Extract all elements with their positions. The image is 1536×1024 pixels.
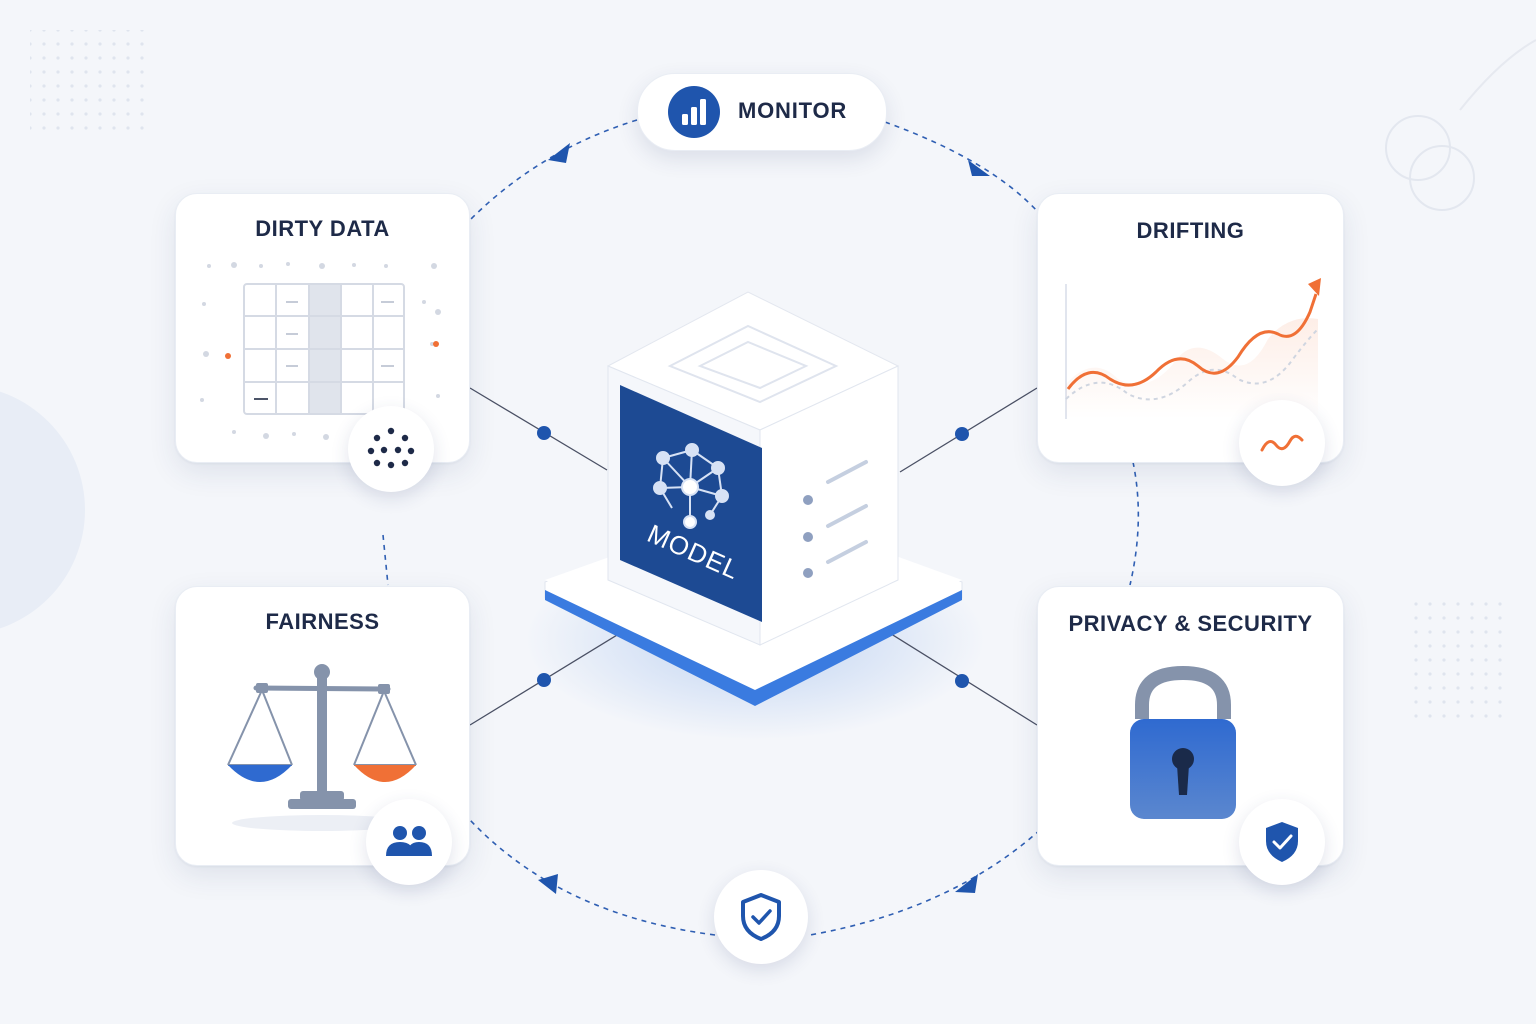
bar-chart-icon: [668, 86, 720, 138]
dots-grid-icon: [348, 406, 434, 492]
shield-check-icon: [741, 893, 781, 941]
cycle-arc: [382, 534, 389, 586]
arrowhead: [548, 143, 570, 163]
drift-chart-illustration: [1065, 278, 1321, 419]
lock-icon: [1130, 665, 1236, 819]
background-circle-decoration: [0, 391, 85, 629]
card-title: FAIRNESS: [265, 609, 380, 634]
neural-network-icon: [653, 443, 729, 529]
card-drifting[interactable]: DRIFTING: [1037, 193, 1344, 486]
cycle-arc: [469, 119, 638, 221]
cycle-arc: [809, 829, 1041, 936]
scale-balance-icon: [227, 664, 417, 831]
cycle-arc: [469, 819, 716, 936]
monitor-pill[interactable]: MONITOR: [637, 73, 887, 151]
ring-decoration: [1385, 115, 1451, 181]
card-title: DIRTY DATA: [255, 216, 390, 241]
dot-pattern-decoration: [1412, 600, 1512, 720]
card-title: PRIVACY & SECURITY: [1068, 611, 1313, 636]
arrowhead: [968, 160, 990, 176]
data-table-illustration: [200, 262, 441, 440]
cycle-arc: [884, 121, 1039, 213]
card-dirty-data[interactable]: DIRTY DATA: [175, 193, 470, 492]
card-fairness[interactable]: FAIRNESS: [175, 586, 470, 885]
connector-node: [955, 674, 969, 688]
ring-decoration: [1409, 145, 1475, 211]
connector-line: [899, 387, 1038, 473]
monitor-label: MONITOR: [738, 98, 848, 123]
connector-node: [537, 673, 551, 687]
shield-check-icon: [1239, 799, 1325, 885]
dot-pattern-decoration: [30, 30, 150, 140]
users-icon: [366, 799, 452, 885]
cycle-arc: [1129, 461, 1140, 586]
arrowhead: [538, 874, 558, 894]
model-cube: MODEL: [606, 291, 900, 646]
bottom-shield-node[interactable]: [714, 870, 808, 964]
connector-node: [537, 426, 551, 440]
card-title: DRIFTING: [1136, 218, 1245, 243]
wave-icon: [1239, 400, 1325, 486]
card-privacy-security[interactable]: PRIVACY & SECURITY: [1037, 586, 1344, 885]
connector-node: [955, 427, 969, 441]
arrowhead: [955, 874, 978, 893]
